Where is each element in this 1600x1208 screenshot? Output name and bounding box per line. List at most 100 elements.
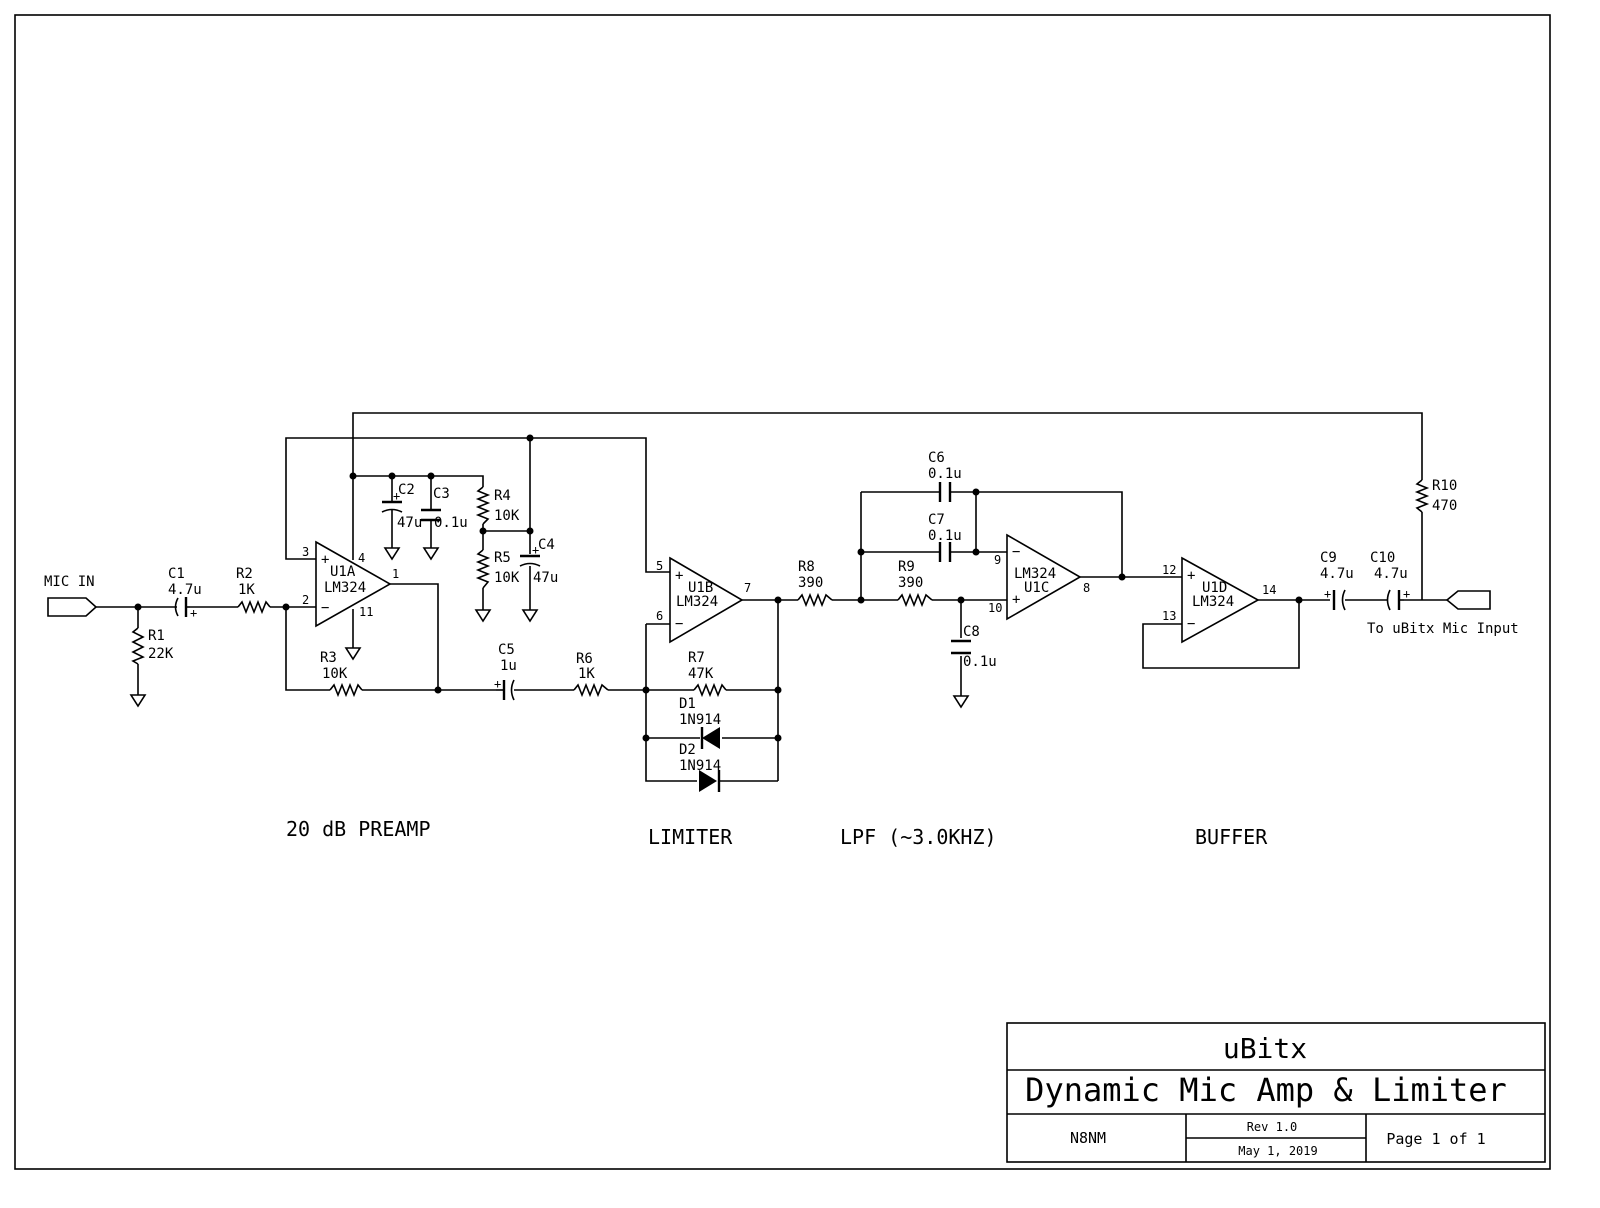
svg-text:+: + <box>532 543 539 557</box>
svg-text:4: 4 <box>358 551 365 565</box>
svg-text:6: 6 <box>656 609 663 623</box>
svg-text:13: 13 <box>1162 609 1176 623</box>
svg-text:R2: R2 <box>236 566 253 582</box>
diode-d2: D2 1N914 <box>679 742 721 792</box>
svg-text:5: 5 <box>656 559 663 573</box>
resistor-r9: R9 390 <box>897 559 933 608</box>
resistor-r7: R7 47K <box>688 650 727 698</box>
svg-text:LM324: LM324 <box>324 580 366 596</box>
mic-output-label: To uBitx Mic Input <box>1367 621 1519 637</box>
svg-text:10: 10 <box>988 601 1002 615</box>
capacitor-c4: + C4 47u <box>519 537 558 586</box>
section-label-limiter: LIMITER <box>648 825 733 849</box>
svg-text:+: + <box>675 568 683 584</box>
svg-text:22K: 22K <box>148 646 174 662</box>
resistor-r3: R3 10K <box>320 650 363 698</box>
capacitor-c2: + C2 47u <box>381 482 422 531</box>
svg-text:C5: C5 <box>498 642 515 658</box>
svg-text:10K: 10K <box>322 666 348 682</box>
junctions <box>134 434 1303 742</box>
svg-text:10K: 10K <box>494 570 520 586</box>
svg-text:−: − <box>675 616 683 632</box>
svg-text:C8: C8 <box>963 624 980 640</box>
svg-text:+: + <box>190 606 197 620</box>
svg-text:10K: 10K <box>494 508 520 524</box>
resistor-r2: R2 1K <box>236 566 271 615</box>
date: May 1, 2019 <box>1238 1144 1317 1158</box>
svg-text:R1: R1 <box>148 628 165 644</box>
svg-text:U1B: U1B <box>688 580 713 596</box>
resistor-r5: R5 10K <box>475 549 520 589</box>
svg-text:D1: D1 <box>679 696 696 712</box>
svg-text:0.1u: 0.1u <box>928 528 962 544</box>
resistor-r4: R4 10K <box>475 486 520 525</box>
resistor-r6: R6 1K <box>573 651 609 698</box>
svg-text:0.1u: 0.1u <box>434 515 468 531</box>
svg-text:470: 470 <box>1432 498 1457 514</box>
svg-text:D2: D2 <box>679 742 696 758</box>
svg-text:C4: C4 <box>538 537 555 553</box>
svg-text:U1A: U1A <box>330 564 356 580</box>
svg-text:9: 9 <box>994 553 1001 567</box>
svg-text:1: 1 <box>392 567 399 581</box>
svg-text:U1C: U1C <box>1024 580 1049 596</box>
svg-text:C1: C1 <box>168 566 185 582</box>
resistor-r10: R10 470 <box>1414 478 1457 514</box>
svg-text:R10: R10 <box>1432 478 1457 494</box>
opamp-u1d: + − U1D LM324 12 13 14 <box>1162 556 1276 644</box>
wires <box>96 412 1447 782</box>
svg-text:+: + <box>1012 592 1020 608</box>
svg-text:LM324: LM324 <box>1014 566 1056 582</box>
svg-text:R3: R3 <box>320 650 337 666</box>
project-name: uBitx <box>1223 1032 1307 1065</box>
capacitor-c3: C3 0.1u <box>421 486 468 531</box>
svg-text:4.7u: 4.7u <box>168 582 202 598</box>
svg-text:8: 8 <box>1083 581 1090 595</box>
svg-text:R4: R4 <box>494 488 511 504</box>
svg-text:+: + <box>321 552 329 568</box>
svg-text:R7: R7 <box>688 650 705 666</box>
svg-text:7: 7 <box>744 581 751 595</box>
mic-in-port: MIC IN <box>44 574 98 617</box>
title-block: uBitx Dynamic Mic Amp & Limiter N8NM Rev… <box>1006 1022 1546 1163</box>
svg-text:−: − <box>321 600 329 616</box>
section-label-buffer: BUFFER <box>1195 825 1268 849</box>
svg-text:R8: R8 <box>798 559 815 575</box>
svg-text:C2: C2 <box>398 482 415 498</box>
capacitor-c9: + C9 4.7u <box>1320 550 1354 611</box>
svg-text:12: 12 <box>1162 563 1176 577</box>
svg-text:0.1u: 0.1u <box>963 654 997 670</box>
ground-symbols <box>129 547 970 709</box>
section-label-lpf: LPF (~3.0KHZ) <box>840 825 997 849</box>
opamp-u1b: + − U1B LM324 5 6 7 <box>656 556 751 644</box>
svg-text:+: + <box>393 489 400 503</box>
svg-text:U1D: U1D <box>1202 580 1227 596</box>
drawing-title: Dynamic Mic Amp & Limiter <box>1025 1071 1507 1109</box>
svg-text:C7: C7 <box>928 512 945 528</box>
svg-text:4.7u: 4.7u <box>1320 566 1354 582</box>
svg-text:11: 11 <box>359 605 373 619</box>
sheet-border <box>14 14 1551 1170</box>
svg-text:C6: C6 <box>928 450 945 466</box>
svg-text:−: − <box>1187 616 1195 632</box>
capacitor-c8: C8 0.1u <box>951 624 997 670</box>
capacitor-c1: + C1 4.7u <box>168 566 202 620</box>
resistor-r1: R1 22K <box>131 627 174 665</box>
svg-text:+: + <box>1187 568 1195 584</box>
diode-d1: D1 1N914 <box>679 696 721 749</box>
page-number: Page 1 of 1 <box>1386 1130 1485 1148</box>
svg-text:47u: 47u <box>533 570 558 586</box>
svg-text:47K: 47K <box>688 666 714 682</box>
svg-text:1K: 1K <box>238 582 255 598</box>
svg-text:2: 2 <box>302 593 309 607</box>
svg-text:1N914: 1N914 <box>679 758 721 774</box>
opamp-u1c: − + LM324 U1C 9 10 8 <box>988 533 1090 621</box>
author: N8NM <box>1070 1129 1106 1147</box>
svg-text:0.1u: 0.1u <box>928 466 962 482</box>
svg-text:390: 390 <box>798 575 823 591</box>
svg-text:4.7u: 4.7u <box>1374 566 1408 582</box>
svg-text:LM324: LM324 <box>676 594 718 610</box>
opamp-u1a: + − U1A LM324 3 2 1 4 11 <box>302 540 399 628</box>
svg-text:R6: R6 <box>576 651 593 667</box>
